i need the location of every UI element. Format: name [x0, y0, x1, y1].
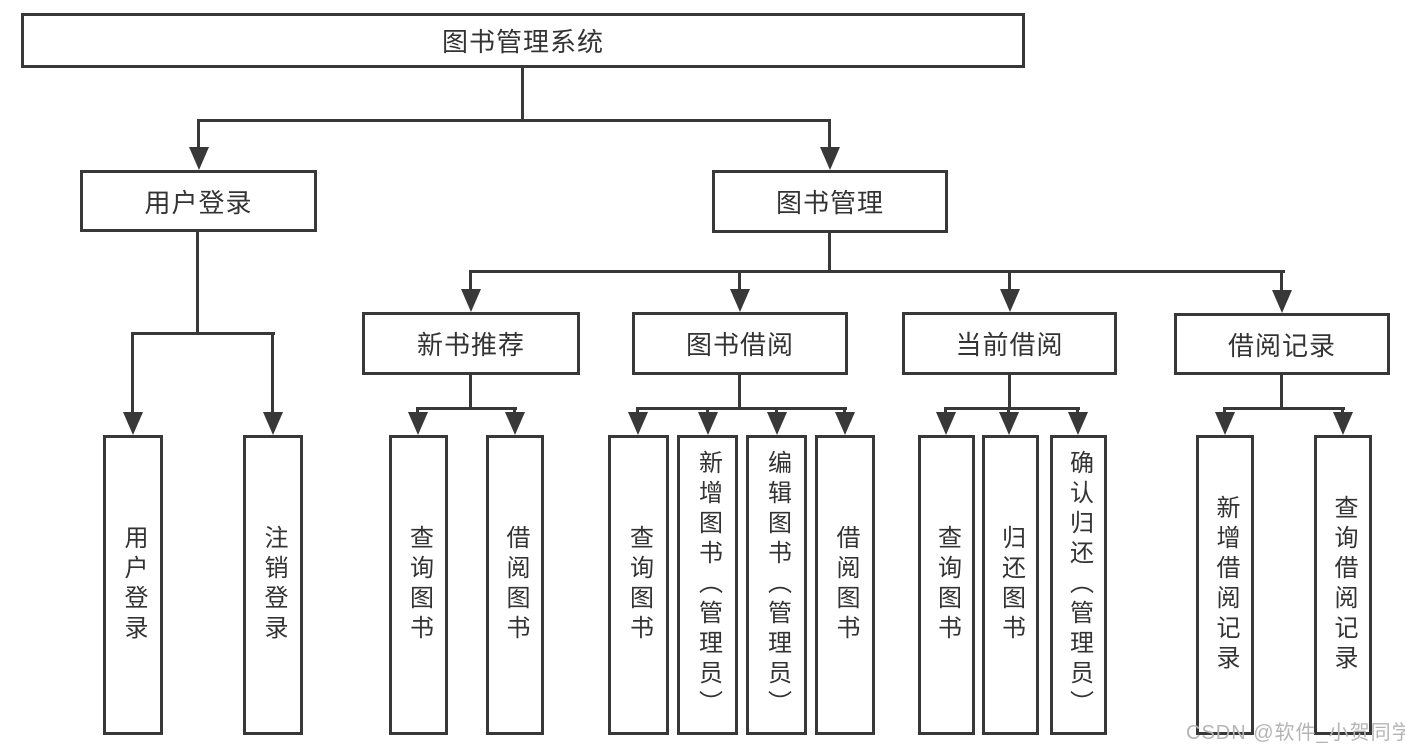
connector-line [196, 232, 199, 335]
node-new-book-recommend-label: 新书推荐 [416, 330, 525, 360]
node-borrow-records-label: 借阅记录 [1227, 330, 1336, 361]
arrowhead-down-icon [1333, 412, 1353, 435]
node-book-borrow: 图书借阅 [632, 312, 848, 375]
leaf-borrow-query-books: 查询图书 [608, 435, 669, 735]
connector-line [416, 407, 517, 410]
leaf-current-query-books: 查询图书 [918, 435, 975, 735]
connector-line [521, 68, 524, 122]
connector-line [738, 375, 741, 410]
leaf-records-add-record-label: 新增借阅记录 [1212, 495, 1239, 675]
leaf-logout: 注销登录 [243, 435, 303, 735]
arrowhead-down-icon [505, 412, 525, 435]
node-current-borrow-label: 当前借阅 [955, 330, 1064, 360]
node-user-login: 用户登录 [80, 170, 317, 232]
connector-line [131, 332, 275, 335]
leaf-borrow-edit-books: 编辑图书（管理员） [746, 435, 807, 735]
arrowhead-down-icon [820, 147, 840, 170]
leaf-user-login-label: 用户登录 [120, 525, 147, 645]
leaf-records-query-record-label: 查询借阅记录 [1330, 495, 1357, 675]
leaf-newbook-borrow-books: 借阅图书 [486, 435, 544, 735]
leaf-borrow-borrow-books: 借阅图书 [815, 435, 875, 735]
leaf-user-login: 用户登录 [103, 435, 163, 735]
connector-line [469, 270, 472, 292]
connector-line [271, 332, 274, 416]
arrowhead-down-icon [1215, 412, 1235, 435]
arrowhead-down-icon [189, 147, 209, 170]
leaf-records-query-record: 查询借阅记录 [1314, 435, 1372, 735]
connector-line [131, 332, 134, 416]
leaf-borrow-borrow-books-label: 借阅图书 [832, 525, 859, 645]
leaf-borrow-add-books: 新增图书（管理员） [677, 435, 738, 735]
leaf-current-query-books-label: 查询图书 [933, 525, 961, 645]
connector-line [197, 119, 200, 150]
leaf-newbook-query-books: 查询图书 [389, 435, 448, 735]
arrowhead-down-icon [767, 412, 787, 435]
arrowhead-down-icon [263, 412, 283, 435]
connector-line [469, 375, 472, 410]
connector-line [1280, 375, 1283, 410]
connector-line [1223, 407, 1345, 410]
node-book-borrow-label: 图书借阅 [685, 330, 794, 360]
leaf-logout-label: 注销登录 [260, 525, 287, 645]
arrowhead-down-icon [628, 412, 648, 435]
connector-line [1280, 270, 1283, 292]
leaf-borrow-add-books-label: 新增图书（管理员） [694, 450, 722, 720]
connector-line [738, 270, 741, 292]
arrowhead-down-icon [999, 412, 1019, 435]
connector-line [828, 119, 831, 150]
arrowhead-down-icon [461, 289, 481, 312]
arrowhead-down-icon [1272, 290, 1292, 313]
node-book-management: 图书管理 [712, 170, 948, 233]
arrowhead-down-icon [936, 412, 956, 435]
node-root: 图书管理系统 [21, 13, 1025, 68]
connector-line [469, 270, 1285, 273]
connector-line [828, 233, 831, 273]
node-root-label: 图书管理系统 [441, 27, 604, 57]
node-borrow-records: 借阅记录 [1174, 313, 1390, 375]
leaf-newbook-query-books-label: 查询图书 [405, 525, 433, 645]
connector-line [197, 119, 831, 122]
leaf-records-add-record: 新增借阅记录 [1196, 435, 1254, 735]
leaf-borrow-query-books-label: 查询图书 [625, 525, 653, 645]
arrowhead-down-icon [408, 412, 428, 435]
node-new-book-recommend: 新书推荐 [362, 312, 580, 375]
leaf-current-return-books-label: 归还图书 [997, 525, 1025, 645]
leaf-current-confirm-return-label: 确认归还（管理员） [1065, 450, 1093, 720]
arrowhead-down-icon [123, 412, 143, 435]
connector-line [636, 407, 847, 410]
arrowhead-down-icon [835, 412, 855, 435]
leaf-current-confirm-return: 确认归还（管理员） [1050, 435, 1107, 735]
leaf-current-return-books: 归还图书 [982, 435, 1039, 735]
leaf-newbook-borrow-books-label: 借阅图书 [502, 525, 529, 645]
connector-line [944, 407, 1080, 410]
arrowhead-down-icon [1000, 289, 1020, 312]
node-book-management-label: 图书管理 [775, 188, 884, 218]
connector-line [1008, 375, 1011, 410]
node-current-borrow: 当前借阅 [902, 312, 1117, 375]
arrowhead-down-icon [1068, 412, 1088, 435]
arrowhead-down-icon [698, 412, 718, 435]
arrowhead-down-icon [730, 289, 750, 312]
leaf-borrow-edit-books-label: 编辑图书（管理员） [763, 450, 791, 720]
node-user-login-label: 用户登录 [144, 187, 253, 218]
watermark: CSDN @软件_小贺同学 [1186, 722, 1405, 744]
connector-line [1008, 270, 1011, 292]
